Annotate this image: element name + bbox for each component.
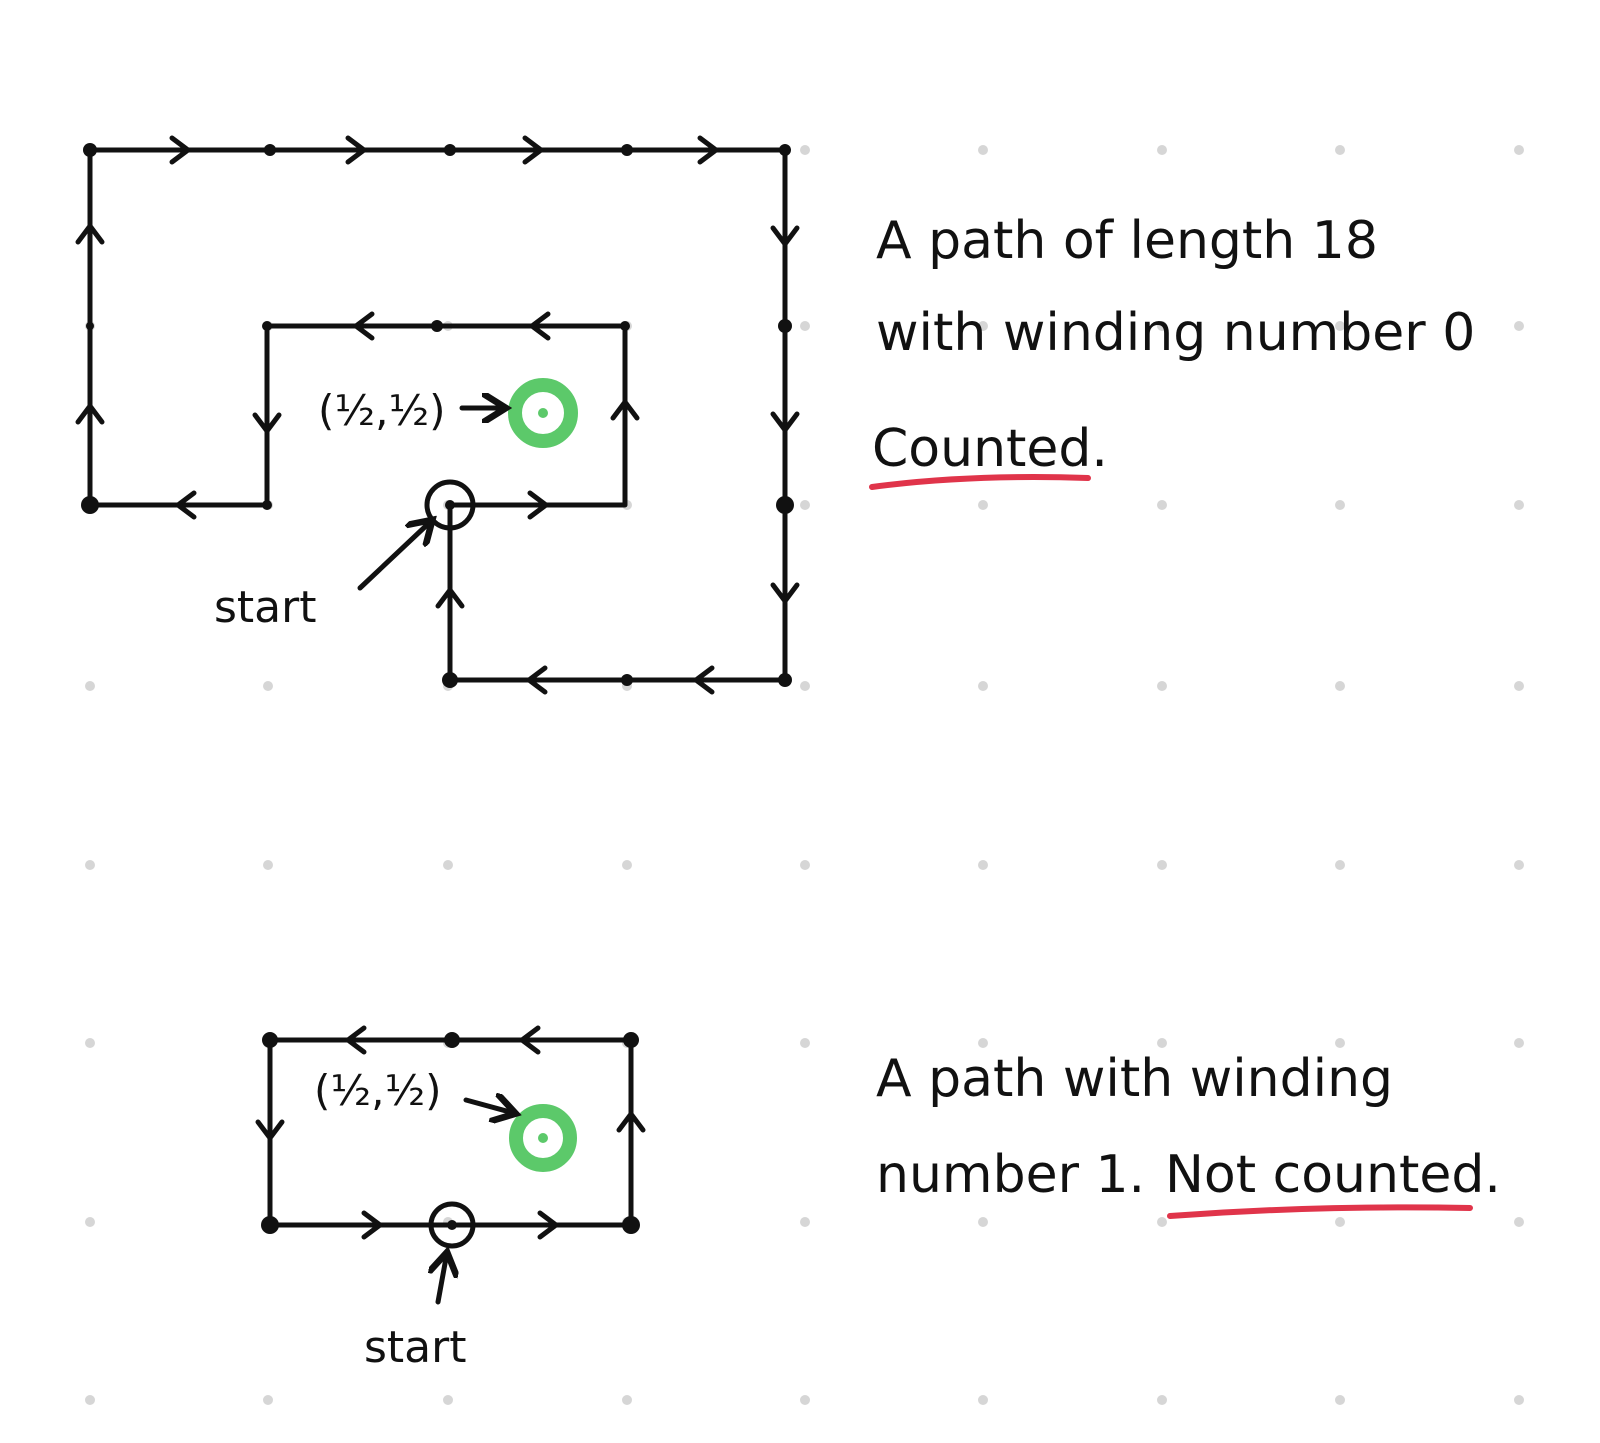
grid-dot bbox=[1335, 500, 1345, 510]
grid-dot bbox=[85, 860, 95, 870]
grid-dot bbox=[978, 321, 988, 331]
grid-dot bbox=[800, 1395, 810, 1405]
grid-dot bbox=[1335, 145, 1345, 155]
grid-dot bbox=[978, 1217, 988, 1227]
grid-dot bbox=[1157, 1395, 1167, 1405]
top-target-point bbox=[508, 378, 578, 448]
grid-dot bbox=[443, 860, 453, 870]
grid-dot bbox=[800, 321, 810, 331]
bottom-target-point bbox=[509, 1104, 577, 1172]
grid-dot bbox=[1157, 500, 1167, 510]
grid-dot bbox=[1335, 681, 1345, 691]
top-start-label: start bbox=[214, 582, 316, 633]
bottom-path: (½,½) start bbox=[255, 1025, 646, 1373]
bottom-verdict-underline bbox=[1167, 1204, 1473, 1219]
bottom-path-arrows bbox=[255, 1025, 646, 1240]
grid-dot bbox=[1514, 1395, 1524, 1405]
top-start-marker bbox=[424, 479, 476, 531]
bottom-note-line1: A path with winding bbox=[876, 1049, 1393, 1109]
grid-dot bbox=[85, 1038, 95, 1048]
grid-dot bbox=[85, 1395, 95, 1405]
bottom-note-line2-prefix: number 1. bbox=[876, 1145, 1145, 1205]
grid-dot bbox=[1157, 321, 1167, 331]
grid-dot bbox=[1335, 1217, 1345, 1227]
top-note-line1: A path of length 18 bbox=[876, 211, 1378, 271]
top-note: A path of length 18 with winding number … bbox=[869, 211, 1475, 490]
grid-dot bbox=[622, 860, 632, 870]
grid-dot bbox=[800, 681, 810, 691]
top-verdict: Counted. bbox=[872, 419, 1108, 479]
grid-dot bbox=[800, 1217, 810, 1227]
grid-dot bbox=[1514, 321, 1524, 331]
grid-dot bbox=[1514, 860, 1524, 870]
bottom-path-vertices bbox=[261, 1032, 640, 1234]
grid-dot bbox=[1157, 681, 1167, 691]
grid-dot bbox=[1514, 500, 1524, 510]
grid-dot bbox=[1157, 860, 1167, 870]
grid-dot bbox=[1157, 1217, 1167, 1227]
grid-dot bbox=[1514, 1217, 1524, 1227]
grid-dot bbox=[978, 681, 988, 691]
grid-dot bbox=[978, 500, 988, 510]
grid-dot bbox=[1335, 1395, 1345, 1405]
bottom-start-arrow bbox=[438, 1258, 446, 1305]
bottom-coord-label: (½,½) bbox=[314, 1066, 442, 1115]
grid-dot bbox=[978, 860, 988, 870]
bottom-verdict: Not counted. bbox=[1165, 1145, 1501, 1205]
grid-dot bbox=[1335, 1038, 1345, 1048]
grid-dot bbox=[800, 1038, 810, 1048]
grid-dot bbox=[1514, 145, 1524, 155]
grid-dot bbox=[1514, 1038, 1524, 1048]
top-coord-label: (½,½) bbox=[318, 386, 446, 435]
bottom-start-label: start bbox=[364, 1322, 466, 1373]
grid-dot bbox=[800, 860, 810, 870]
grid-dot bbox=[800, 500, 810, 510]
grid-dot bbox=[978, 1395, 988, 1405]
grid-dot bbox=[978, 145, 988, 155]
grid-dot bbox=[1514, 681, 1524, 691]
top-note-line2: with winding number 0 bbox=[876, 303, 1475, 363]
grid-dot bbox=[978, 1038, 988, 1048]
bottom-note: A path with winding number 1. Not counte… bbox=[876, 1049, 1501, 1219]
grid-dot bbox=[622, 1395, 632, 1405]
grid-dot bbox=[800, 145, 810, 155]
grid-dot bbox=[263, 681, 273, 691]
grid-dot bbox=[85, 1217, 95, 1227]
top-verdict-underline bbox=[869, 474, 1091, 490]
grid-dot bbox=[1335, 321, 1345, 331]
grid-dot bbox=[263, 860, 273, 870]
grid-dot bbox=[1335, 860, 1345, 870]
top-path: (½,½) start bbox=[75, 135, 800, 695]
grid-dot bbox=[1157, 145, 1167, 155]
grid-dot bbox=[85, 681, 95, 691]
top-path-arrows bbox=[75, 135, 800, 695]
top-path-vertices bbox=[81, 143, 794, 688]
grid-dot bbox=[263, 1395, 273, 1405]
grid-dot bbox=[443, 1395, 453, 1405]
grid-dot bbox=[1157, 1038, 1167, 1048]
top-start-arrow bbox=[357, 524, 428, 591]
bottom-coord-arrow bbox=[463, 1100, 510, 1112]
